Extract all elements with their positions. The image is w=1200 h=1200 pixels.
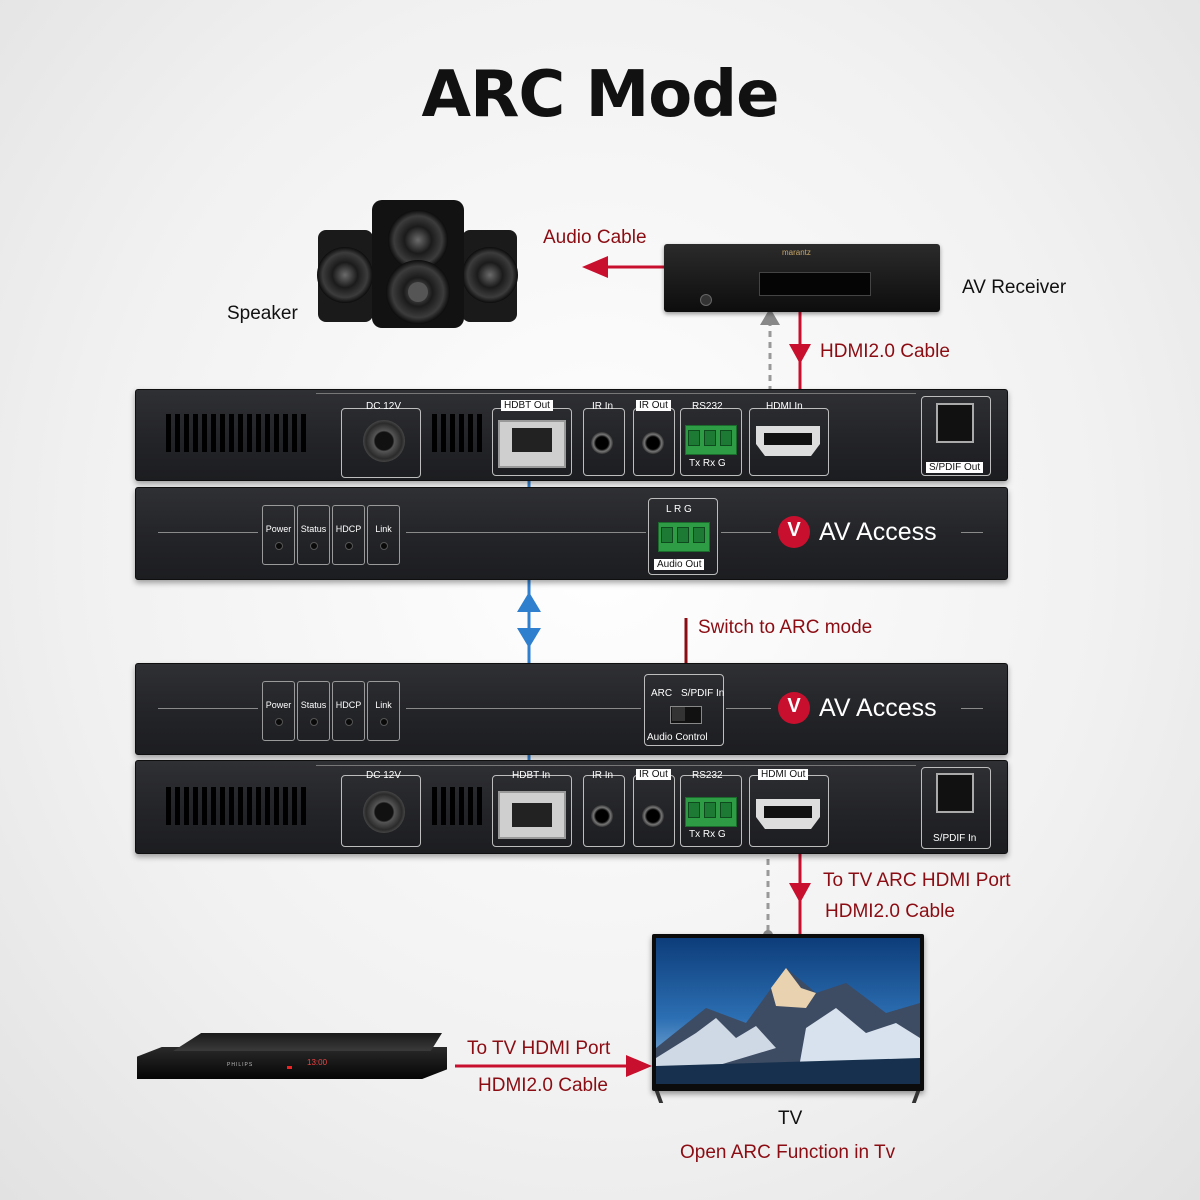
ir-out-label: IR Out	[636, 400, 671, 411]
dc-label: DC 12V	[366, 401, 402, 412]
hdbt-down-arrow	[517, 628, 541, 648]
hdbt-out-port[interactable]	[498, 420, 566, 468]
rx-rs232-pins: Tx Rx G	[689, 829, 726, 840]
rx-ir-in-frame	[583, 775, 625, 847]
rs232-terminal[interactable]	[685, 425, 737, 455]
receiver-power-knob	[700, 294, 712, 306]
dc-frame	[341, 408, 421, 478]
hdmi-in-port[interactable]	[756, 426, 820, 456]
ir-in-frame	[583, 408, 625, 476]
rx-vents-mid	[432, 787, 486, 830]
hdmi-out-port[interactable]	[756, 799, 820, 829]
rx-rs232-frame	[680, 775, 742, 847]
hdmi-cable-top-label: HDMI2.0 Cable	[820, 341, 950, 362]
page-title: ARC Mode	[421, 58, 780, 132]
audio-out-terminal[interactable]	[658, 522, 710, 552]
player-tv-arrowhead	[626, 1055, 652, 1077]
arc-label: ARC	[651, 688, 673, 699]
transmitter-rear-panel: DC 12V HDBT Out IR In IR Out RS232 Tx Rx…	[135, 389, 1008, 481]
receiver-brand: AV Access	[819, 694, 937, 722]
tv-label: TV	[778, 1108, 803, 1129]
led-status: Status	[297, 505, 330, 565]
audio-out-label: Audio Out	[654, 559, 705, 570]
rx-ir-out-jack[interactable]	[642, 805, 664, 827]
player-display: 13:00	[307, 1058, 328, 1067]
switch-arc-label: Switch to ARC mode	[698, 617, 873, 638]
spdif-out-label: S/PDIF Out	[926, 462, 984, 473]
rs232-frame	[680, 408, 742, 476]
led-power: Power	[262, 505, 295, 565]
rx-led-link: Link	[367, 681, 400, 741]
rx-dc-frame	[341, 775, 421, 847]
audio-control-frame	[644, 674, 724, 746]
dc-jack[interactable]	[363, 420, 405, 462]
ir-in-label: IR In	[592, 401, 614, 412]
spdif-in-label: S/PDIF In	[933, 833, 977, 844]
player-led	[287, 1066, 292, 1069]
vents-left	[166, 414, 310, 457]
spdif-in-frame	[921, 767, 991, 849]
hdmi-cable-player-label: HDMI2.0 Cable	[478, 1075, 608, 1096]
tv-screen-mountain-image	[656, 938, 920, 1084]
led-hdcp: HDCP	[332, 505, 365, 565]
hdbt-in-frame	[492, 775, 572, 847]
audio-cable-label: Audio Cable	[543, 227, 647, 248]
rx-rs232-terminal[interactable]	[685, 797, 737, 827]
audio-cable-arrowhead	[582, 256, 608, 278]
rx-led-hdcp: HDCP	[332, 681, 365, 741]
to-tv-arc-label: To TV ARC HDMI Port	[823, 870, 1011, 891]
led-link: Link	[367, 505, 400, 565]
hdbt-in-label: HDBT In	[512, 770, 551, 781]
tv-device	[652, 934, 924, 1103]
audio-out-pins: L R G	[666, 504, 692, 515]
rx-rs232-label: RS232	[692, 770, 723, 781]
spdif-out-port[interactable]	[936, 403, 974, 443]
spdif-in-switch-label: S/PDIF In	[681, 688, 725, 699]
player-brand: PHILIPS	[227, 1062, 254, 1068]
receiver-display	[759, 272, 871, 296]
arc-mode-switch[interactable]	[670, 706, 702, 724]
rx-dc-jack[interactable]	[363, 791, 405, 833]
ir-out-jack[interactable]	[642, 432, 664, 454]
audio-control-label: Audio Control	[647, 732, 708, 743]
rx-led-power: Power	[262, 681, 295, 741]
to-tv-hdmi-label: To TV HDMI Port	[467, 1038, 611, 1059]
receiver-rear-panel: DC 12V HDBT In IR In IR Out RS232 Tx Rx …	[135, 760, 1008, 854]
rx-av-access-logo-icon	[778, 692, 810, 724]
hdmi-top-arrowhead	[789, 344, 811, 364]
hdbt-out-label: HDBT Out	[501, 400, 553, 411]
open-arc-label: Open ARC Function in Tv	[680, 1142, 896, 1163]
rs232-pins: Tx Rx G	[689, 458, 726, 469]
spdif-out-frame	[921, 396, 991, 476]
spdif-in-port[interactable]	[936, 773, 974, 813]
av-receiver-device: marantz	[664, 244, 940, 312]
blu-ray-player-device: PHILIPS 13:00	[137, 1033, 447, 1079]
hdmi-in-label: HDMI In	[766, 401, 803, 412]
rx-dc-label: DC 12V	[366, 770, 402, 781]
av-access-logo-icon	[778, 516, 810, 548]
vents-mid	[432, 414, 486, 457]
speaker-icon	[317, 200, 518, 328]
ir-in-jack[interactable]	[591, 432, 613, 454]
hdmi-out-label: HDMI Out	[758, 769, 809, 780]
audio-out-frame	[648, 498, 718, 575]
rx-ir-in-jack[interactable]	[591, 805, 613, 827]
hdmi-in-frame	[749, 408, 829, 476]
rx-ir-in-label: IR In	[592, 770, 614, 781]
receiver-brand: marantz	[782, 248, 811, 257]
hdmi-cable-tv-label: HDMI2.0 Cable	[825, 901, 955, 922]
rs232-label: RS232	[692, 401, 723, 412]
speaker-label: Speaker	[227, 303, 298, 324]
rx-led-status: Status	[297, 681, 330, 741]
hdbt-in-port[interactable]	[498, 791, 566, 839]
av-receiver-label: AV Receiver	[962, 277, 1067, 298]
hdmi-tv-arrowhead	[789, 883, 811, 903]
rx-vents-left	[166, 787, 310, 830]
transmitter-brand: AV Access	[819, 518, 937, 546]
hdbt-up-arrow	[517, 592, 541, 612]
rx-ir-out-label: IR Out	[636, 769, 671, 780]
receiver-front-panel: Power Status HDCP Link ARC S/PDIF In Aud…	[135, 663, 1008, 755]
transmitter-front-panel: Power Status HDCP Link L R G Audio Out A…	[135, 487, 1008, 580]
